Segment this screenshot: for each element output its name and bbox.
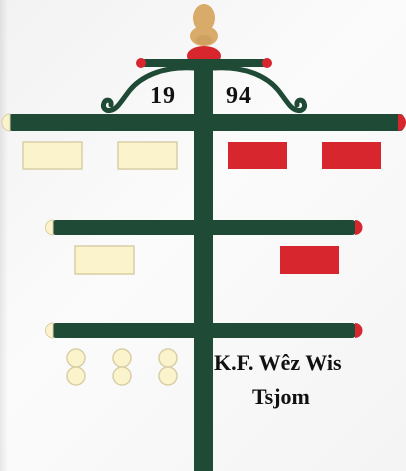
- middle-crossbar-left-cap: [46, 220, 53, 235]
- flag-red-3: [280, 246, 339, 274]
- top-crossbar-right-cap: [398, 114, 406, 131]
- stacked-ball-icon: [67, 349, 177, 385]
- flag-cream-3: [75, 246, 134, 274]
- year-right: 94: [226, 83, 252, 110]
- club-name-line1: K.F. Wêz Wis: [214, 350, 342, 376]
- middle-crossbar-right-cap: [355, 220, 363, 235]
- flag-red-2: [322, 142, 381, 169]
- flag-cream-1: [23, 142, 82, 169]
- flag-red-1: [228, 142, 287, 169]
- bottom-crossbar-right-cap: [355, 323, 363, 338]
- middle-crossbar: [52, 220, 356, 235]
- flag-cream-2: [118, 142, 177, 169]
- crown-bar-left-dot: [136, 58, 146, 68]
- top-crossbar: [8, 114, 404, 131]
- year-left: 19: [150, 83, 176, 110]
- bottom-crossbar-left-cap: [46, 323, 53, 338]
- bottom-crossbar: [52, 323, 356, 338]
- club-name-line2: Tsjom: [252, 384, 310, 410]
- crown-bar-right-dot: [262, 58, 272, 68]
- acorn-finial-icon: [187, 4, 221, 66]
- top-crossbar-left-cap: [2, 114, 10, 131]
